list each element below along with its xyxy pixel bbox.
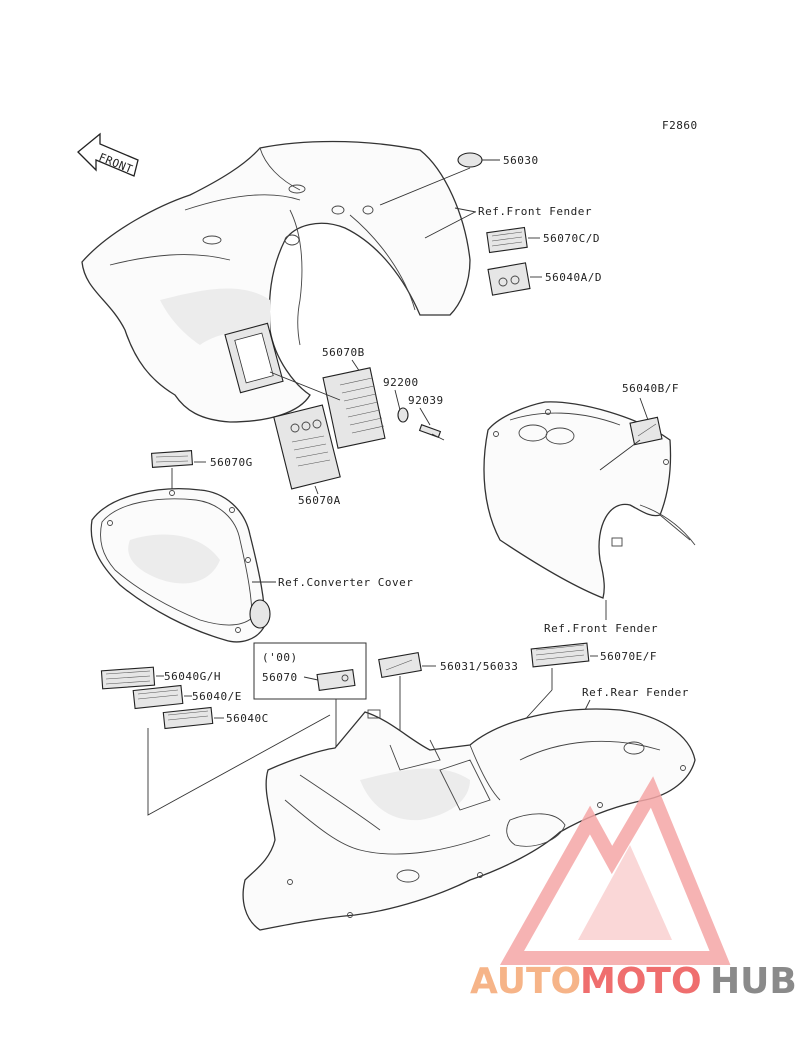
front-direction-arrow: FRONT bbox=[77, 132, 139, 177]
watermark-moto: MOTO bbox=[580, 961, 702, 1002]
watermark-logo: AUTO MOTO HUB bbox=[470, 776, 797, 1002]
label-92200: 92200 bbox=[383, 376, 419, 389]
label-56040a-d: 56040A/D bbox=[545, 271, 602, 284]
converter-cover-drawing bbox=[90, 488, 271, 643]
watermark-auto: AUTO bbox=[470, 961, 581, 1002]
rear-fender-drawing bbox=[242, 708, 696, 931]
decal-56070a bbox=[273, 404, 341, 490]
label-56040c: 56040C bbox=[226, 712, 269, 725]
label-56040b-f: 56040B/F bbox=[622, 382, 679, 395]
decal-56040a-d bbox=[487, 262, 531, 296]
year-variant-box bbox=[253, 642, 367, 700]
label-year-00: ('00) bbox=[262, 651, 298, 664]
label-56070e-f: 56070E/F bbox=[600, 650, 657, 663]
clip-92200 bbox=[397, 407, 409, 423]
label-ref-rear-fender: Ref.Rear Fender bbox=[582, 686, 689, 699]
decal-56070g bbox=[150, 450, 194, 468]
part-56030-shape bbox=[457, 152, 483, 168]
decal-56070 bbox=[316, 668, 356, 692]
figure-code: F2860 bbox=[662, 119, 698, 132]
front-fender-center-drawing bbox=[483, 401, 696, 599]
decal-56040g-h bbox=[100, 666, 156, 690]
label-56070g: 56070G bbox=[210, 456, 253, 469]
label-ref-front-fender-top: Ref.Front Fender bbox=[478, 205, 592, 218]
decal-56070b bbox=[322, 367, 386, 449]
decal-56070c-d bbox=[486, 226, 528, 254]
label-56070b: 56070B bbox=[322, 346, 365, 359]
decal-56031-56033 bbox=[378, 652, 422, 678]
label-56070: 56070 bbox=[262, 671, 298, 684]
label-ref-converter-cover: Ref.Converter Cover bbox=[278, 576, 413, 589]
decal-56040-e bbox=[132, 684, 184, 710]
label-56040-e: 56040/E bbox=[192, 690, 242, 703]
label-56040g-h: 56040G/H bbox=[164, 670, 221, 683]
screw-92039 bbox=[418, 424, 445, 441]
label-56030: 56030 bbox=[503, 154, 539, 167]
front-fender-top-drawing bbox=[81, 140, 471, 423]
decal-56040c bbox=[162, 706, 214, 730]
label-ref-front-fender-mid: Ref.Front Fender bbox=[544, 622, 658, 635]
label-56031-56033: 56031/56033 bbox=[440, 660, 518, 673]
label-56070a: 56070A bbox=[298, 494, 341, 507]
watermark-hub: HUB bbox=[710, 961, 797, 1002]
label-92039: 92039 bbox=[408, 394, 444, 407]
decal-56040b-f bbox=[629, 416, 663, 446]
label-56070c-d: 56070C/D bbox=[543, 232, 600, 245]
decal-56070e-f bbox=[530, 642, 590, 668]
